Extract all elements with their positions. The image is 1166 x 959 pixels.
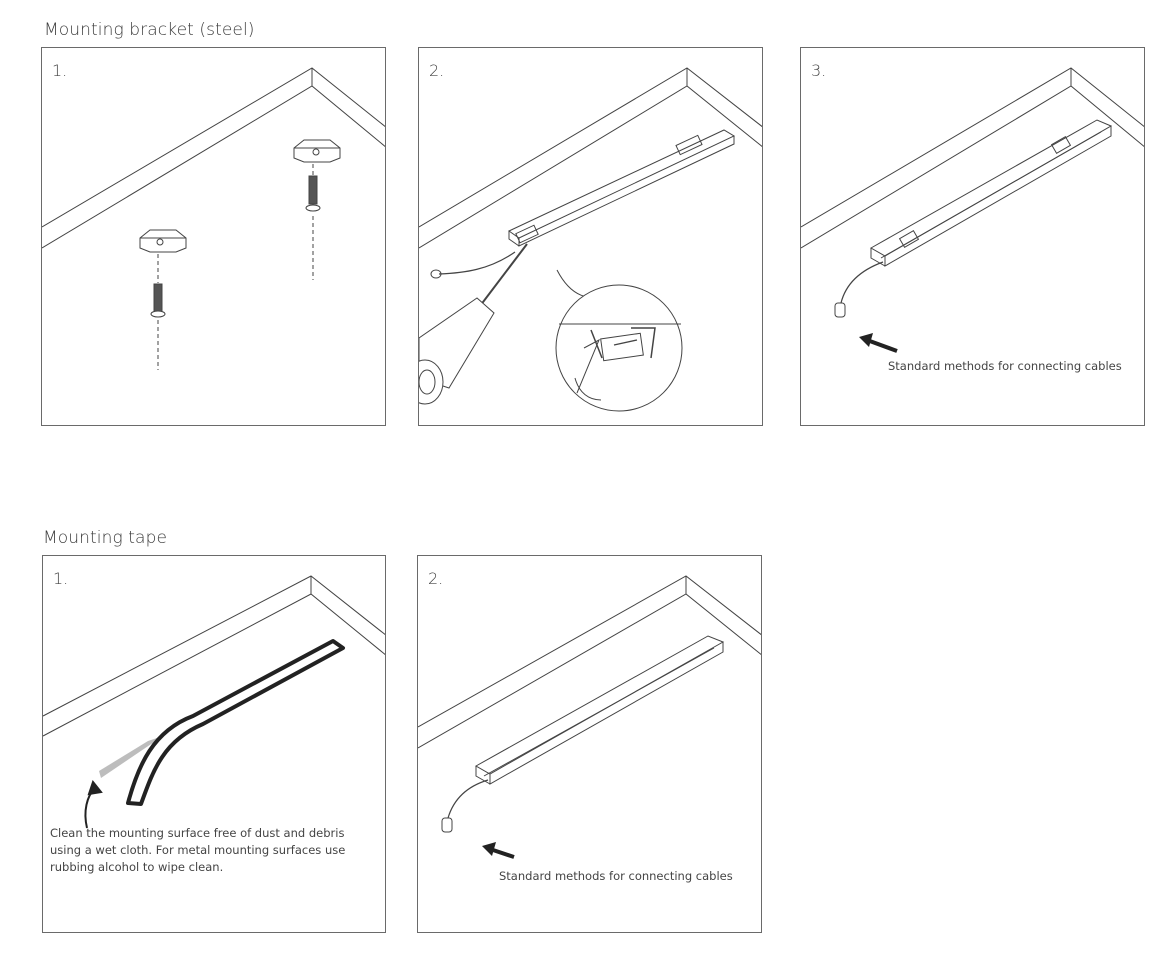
- step-number: 2.: [428, 569, 444, 588]
- step-number: 1.: [52, 61, 68, 80]
- tape-step-2-illustration: [418, 575, 761, 859]
- bracket-step-1-illustration: [42, 67, 385, 370]
- bracket-step-3-panel: 3. Standard methods for connecting cable…: [800, 47, 1145, 426]
- section-title-tape: Mounting tape: [43, 528, 168, 548]
- cable-connection-caption: Standard methods for connecting cables: [499, 869, 733, 883]
- bracket-step-2-illustration: [419, 67, 762, 412]
- bracket-step-2-panel: 2.: [418, 47, 763, 426]
- bracket-clip-icon: [139, 229, 187, 253]
- light-profile-bar: [474, 635, 725, 785]
- bracket-step-3-illustration: [801, 67, 1144, 353]
- arrow-icon: [482, 842, 515, 859]
- cable-connection-caption: Standard methods for connecting cables: [888, 359, 1122, 373]
- screw-icon: [305, 175, 321, 212]
- screwdriver-icon: [419, 243, 528, 405]
- tape-step-2-panel: 2. Standard methods for connecting cable…: [417, 555, 762, 933]
- step-number: 3.: [811, 61, 827, 80]
- bracket-clip-icon: [293, 139, 341, 163]
- bracket-step-1-panel: 1.: [41, 47, 386, 426]
- step-number: 1.: [53, 569, 69, 588]
- step-number: 2.: [429, 61, 445, 80]
- curved-arrow-icon: [84, 779, 103, 829]
- bracket-detail-icon: [574, 327, 656, 401]
- light-profile-bar: [508, 129, 736, 247]
- adhesive-tape-strip: [99, 639, 345, 806]
- screw-icon: [150, 283, 166, 318]
- tape-step-1-illustration: [43, 575, 385, 829]
- light-profile-bar: [869, 119, 1113, 267]
- cleaning-instructions-caption: Clean the mounting surface free of dust …: [50, 826, 346, 874]
- section-title-bracket: Mounting bracket (steel): [44, 20, 255, 40]
- tape-step-1-panel: 1. Clean the mounting surface free of du…: [42, 555, 386, 933]
- arrow-icon: [859, 333, 898, 353]
